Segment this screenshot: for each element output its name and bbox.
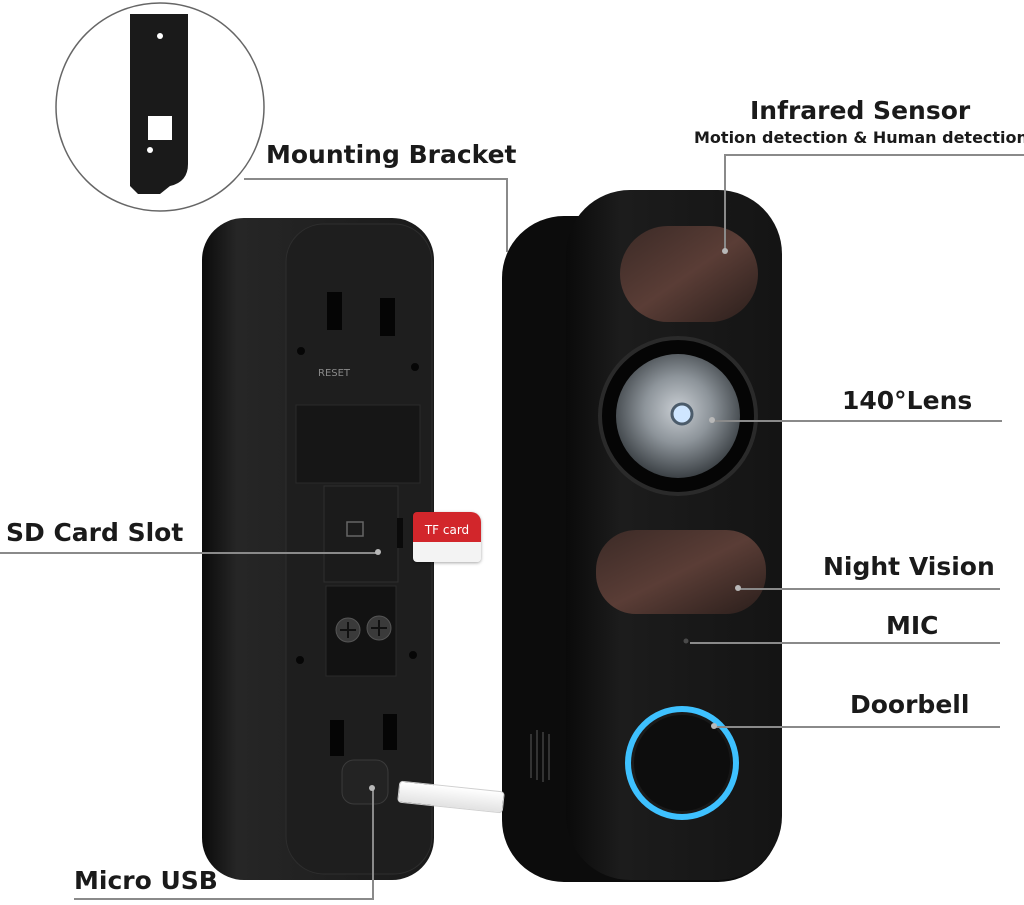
label-sd-card-slot: SD Card Slot <box>6 518 184 547</box>
leader-mic <box>690 642 1000 644</box>
label-doorbell: Doorbell <box>850 690 970 719</box>
leader-usb <box>74 898 374 900</box>
leader-infrared <box>726 154 1024 156</box>
tf-card-label: TF card <box>424 523 470 537</box>
label-micro-usb: Micro USB <box>74 866 218 895</box>
leader-bracket-v <box>506 178 508 252</box>
marker-usb <box>369 785 375 791</box>
marker-doorbell <box>711 723 717 729</box>
leader-usb-v <box>372 790 374 900</box>
marker-infrared <box>722 248 728 254</box>
leader-bracket <box>244 178 508 180</box>
reset-text: RESET <box>318 368 351 379</box>
leader-infrared-v <box>724 154 726 252</box>
label-night-vision: Night Vision <box>823 552 995 581</box>
leader-doorbell <box>714 726 1000 728</box>
marker-night-vision <box>735 585 741 591</box>
label-lens: 140°Lens <box>842 386 973 415</box>
marker-lens <box>709 417 715 423</box>
marker-sd-card <box>375 549 381 555</box>
label-mounting-bracket: Mounting Bracket <box>266 140 517 169</box>
leader-lens <box>712 420 1002 422</box>
leader-sd-card <box>0 552 378 554</box>
tf-card: TF card <box>413 512 481 562</box>
label-mic: MIC <box>886 611 939 640</box>
label-infrared-sensor: Infrared Sensor <box>750 96 971 125</box>
leader-night-vision <box>738 588 1000 590</box>
label-infrared-subtitle: Motion detection & Human detection <box>694 128 1024 147</box>
